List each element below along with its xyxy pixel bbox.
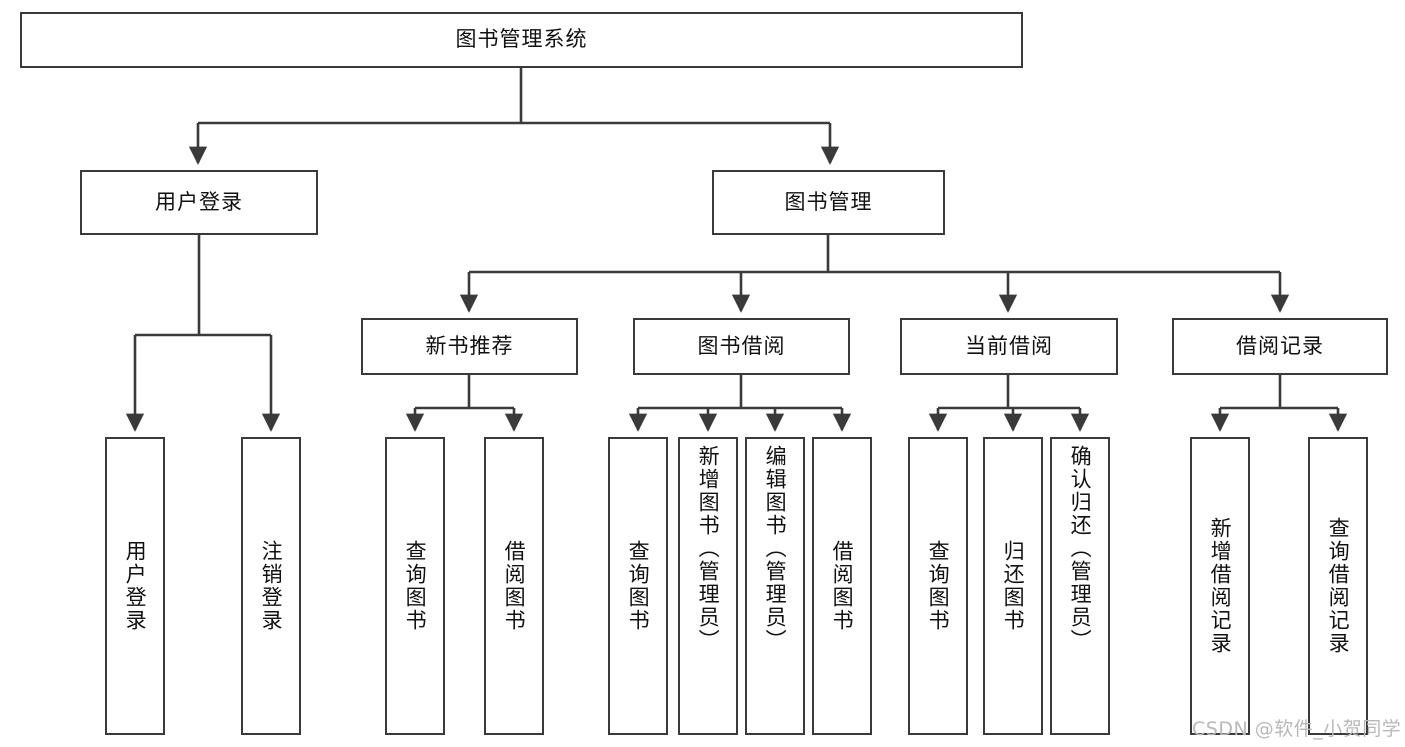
leaf-edit-book-admin[interactable]: 编辑图书（管理员）	[745, 437, 805, 735]
leaf-query-book-current-label: 查询图书	[926, 540, 951, 632]
leaf-logout-login-label: 注销登录	[259, 540, 284, 632]
leaf-query-book-newbook[interactable]: 查询图书	[385, 437, 445, 735]
leaf-user-login-label: 用户登录	[123, 540, 148, 632]
node-borrowing-record-label: 借阅记录	[1236, 333, 1324, 358]
node-borrowing-record[interactable]: 借阅记录	[1172, 318, 1388, 375]
leaf-add-book-admin[interactable]: 新增图书（管理员）	[678, 437, 738, 735]
node-book-management[interactable]: 图书管理	[712, 170, 945, 235]
leaf-borrow-book-newbook[interactable]: 借阅图书	[484, 437, 544, 735]
leaf-query-book-borrowing-label: 查询图书	[626, 540, 651, 632]
node-current-borrowing[interactable]: 当前借阅	[900, 318, 1118, 375]
leaf-query-borrowing-record[interactable]: 查询借阅记录	[1308, 437, 1368, 735]
node-root-label: 图书管理系统	[455, 27, 588, 52]
leaf-add-borrowing-record[interactable]: 新增借阅记录	[1190, 437, 1250, 735]
leaf-query-book-current[interactable]: 查询图书	[908, 437, 968, 735]
leaf-borrow-book-borrowing-label: 借阅图书	[830, 540, 855, 632]
leaf-borrow-book-newbook-label: 借阅图书	[502, 540, 527, 632]
leaf-return-book[interactable]: 归还图书	[983, 437, 1043, 735]
leaf-query-book-borrowing[interactable]: 查询图书	[608, 437, 668, 735]
leaf-return-book-label: 归还图书	[1001, 540, 1026, 632]
node-user-login-label: 用户登录	[155, 189, 243, 214]
node-user-login[interactable]: 用户登录	[80, 170, 318, 235]
node-book-management-label: 图书管理	[784, 189, 873, 214]
node-book-borrowing[interactable]: 图书借阅	[633, 318, 850, 375]
leaf-confirm-return-admin-label: 确认归还（管理员）	[1068, 445, 1093, 652]
node-book-borrowing-label: 图书借阅	[697, 333, 786, 358]
node-new-book-recommendation-label: 新书推荐	[425, 333, 514, 358]
node-root-book-management-system[interactable]: 图书管理系统	[20, 12, 1023, 68]
leaf-confirm-return-admin[interactable]: 确认归还（管理员）	[1050, 437, 1110, 735]
leaf-add-book-admin-label: 新增图书（管理员）	[696, 445, 721, 652]
node-new-book-recommendation[interactable]: 新书推荐	[361, 318, 578, 375]
leaf-logout-login[interactable]: 注销登录	[241, 437, 301, 735]
node-current-borrowing-label: 当前借阅	[965, 333, 1053, 358]
leaf-borrow-book-borrowing[interactable]: 借阅图书	[812, 437, 872, 735]
csdn-watermark: CSDN @软件_小贺同学	[1192, 718, 1402, 740]
leaf-user-login[interactable]: 用户登录	[105, 437, 165, 735]
leaf-query-book-newbook-label: 查询图书	[403, 540, 428, 632]
leaf-query-borrowing-record-label: 查询借阅记录	[1326, 517, 1351, 655]
leaf-edit-book-admin-label: 编辑图书（管理员）	[763, 445, 788, 652]
leaf-add-borrowing-record-label: 新增借阅记录	[1208, 517, 1233, 655]
